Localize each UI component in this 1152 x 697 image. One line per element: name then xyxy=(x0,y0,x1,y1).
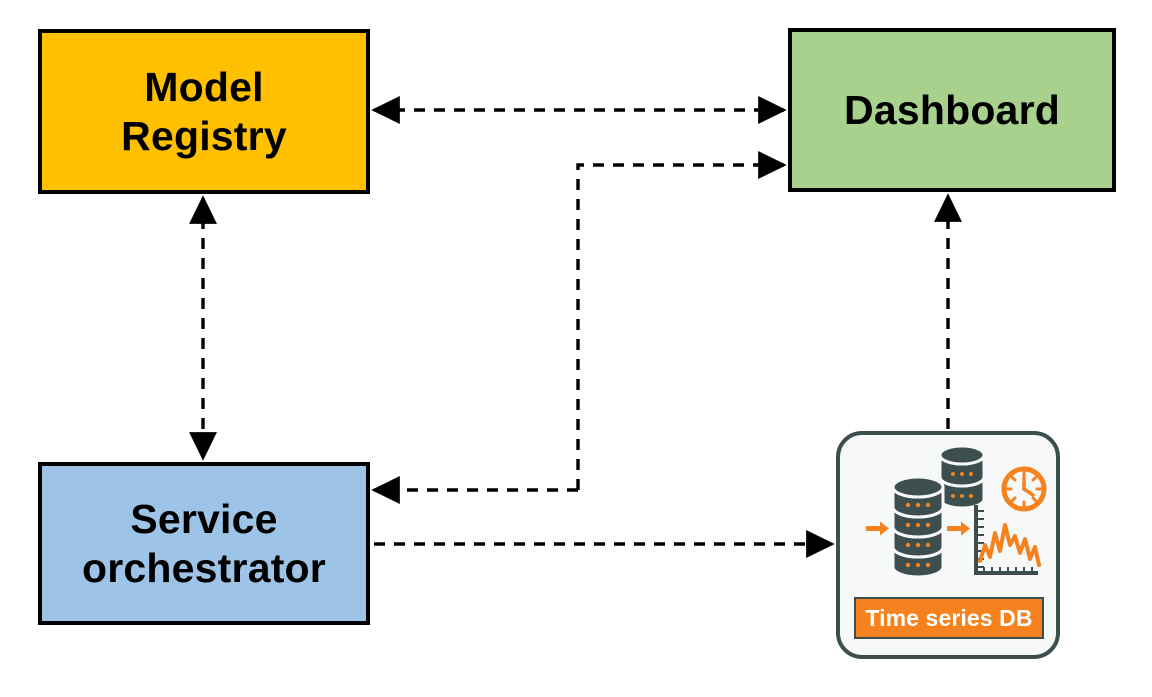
arrow-right-in-icon xyxy=(866,521,889,536)
node-service-orchestrator[interactable]: Service orchestrator xyxy=(38,462,370,625)
node-model-registry-label: Model Registry xyxy=(121,64,287,159)
database-cylinder-stack-back-icon xyxy=(938,444,986,510)
node-service-orchestrator-label: Service orchestrator xyxy=(82,496,326,591)
node-dashboard[interactable]: Dashboard xyxy=(788,28,1116,192)
arrow-right-out-icon xyxy=(947,521,970,536)
timeseries-db-label: Time series DB xyxy=(865,604,1033,631)
line-chart-icon xyxy=(974,505,1041,575)
timeseries-db-label-badge: Time series DB xyxy=(854,597,1044,639)
timeseries-db-artwork xyxy=(866,444,1047,579)
edge-service-orchestrator-dashboard xyxy=(371,151,787,504)
node-dashboard-label: Dashboard xyxy=(844,86,1060,133)
node-timeseries-db[interactable]: Time series DB xyxy=(836,431,1060,659)
node-model-registry[interactable]: Model Registry xyxy=(38,29,370,194)
clock-icon xyxy=(1001,466,1047,512)
database-cylinder-stack-front-icon xyxy=(891,475,945,579)
